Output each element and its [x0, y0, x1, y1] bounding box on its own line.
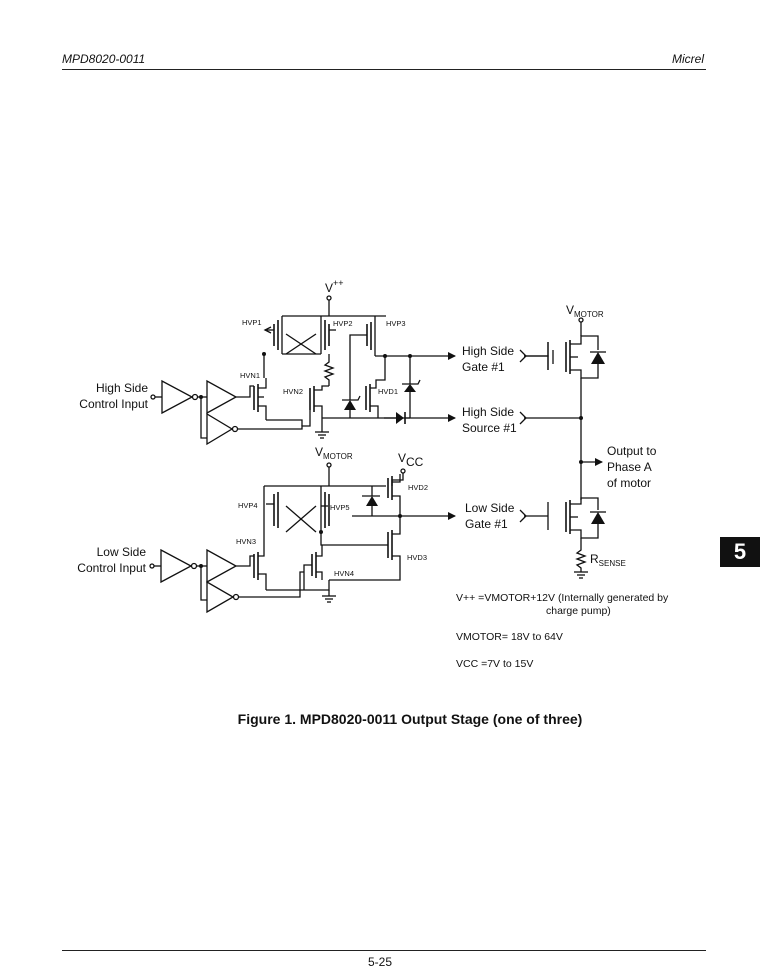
note-vpp-line2: charge pump): [546, 605, 611, 617]
ls-buffer-3: [206, 580, 235, 614]
figure-caption: Figure 1. MPD8020-0011 Output Stage (one…: [237, 711, 583, 727]
high-side-input-label-1: High Side: [96, 381, 148, 395]
hvp4-label: HVP4: [238, 501, 258, 510]
phase-label-2: Phase A: [607, 460, 652, 474]
hvp2-label: HVP2: [333, 319, 353, 328]
hvp2-transistor: HVP2: [320, 316, 353, 354]
hs-buffer-1: [161, 379, 194, 415]
supply-notes: V++ =VMOTOR+12V (Internally generated by…: [456, 592, 669, 670]
vmotor-top-supply: VMOTOR: [566, 303, 604, 336]
hvn3-transistor: HVN3: [236, 537, 267, 590]
hs-buffer-2: [206, 379, 238, 415]
cross-couple-b: [285, 333, 317, 355]
note-vcc-range: VCC =7V to 15V: [456, 658, 533, 670]
hvd3-transistor: HVD3: [320, 516, 427, 581]
header-rule: [62, 69, 706, 70]
low-side-input-logic: [149, 548, 304, 614]
hvn4-transistor: HVN4: [303, 545, 354, 590]
footer-rule: [62, 950, 706, 951]
phase-label-3: of motor: [607, 476, 651, 490]
high-side-input-label-2: Control Input: [79, 397, 148, 411]
zener-hvd1: [402, 379, 421, 418]
hvp1-label: HVP1: [242, 318, 262, 327]
vcc-label: VCC: [398, 451, 424, 469]
high-source-label-1: High Side: [462, 405, 514, 419]
hs-buffer-3: [206, 412, 234, 446]
high-source-label-2: Source #1: [462, 421, 517, 435]
hvd2-label: HVD2: [408, 483, 428, 492]
high-side-mosfet: [519, 335, 606, 379]
low-gate-label-2: Gate #1: [465, 517, 508, 531]
zener-middle: [342, 356, 361, 418]
vmotor-lower-label: VMOTOR: [315, 445, 353, 461]
hvd3-label: HVD3: [407, 553, 427, 562]
low-side-input-label-2: Control Input: [77, 561, 146, 575]
high-side-input-logic: [150, 379, 311, 446]
high-gate-label-1: High Side: [462, 344, 514, 358]
vcc-supply: VCC: [391, 451, 424, 486]
hvd2-transistor: HVD2: [387, 474, 428, 516]
bias-resistor: [323, 354, 335, 386]
ground-top: [315, 431, 329, 439]
rsense-label: RSENSE: [590, 552, 626, 568]
hvn2-transistor: HVN2: [283, 385, 329, 418]
hvp3-transistor: HVP3: [349, 316, 406, 356]
hvp5-transistor: HVP5: [320, 486, 350, 532]
cross-couple-d: [285, 505, 317, 533]
note-vmotor-range: VMOTOR= 18V to 64V: [456, 631, 563, 643]
low-side-mosfet: [519, 497, 606, 539]
note-vpp-line1: V++ =VMOTOR+12V (Internally generated by: [456, 592, 669, 604]
source-diode: [384, 412, 456, 424]
hvn4-label: HVN4: [334, 569, 354, 578]
hvp1-transistor: HVP1: [242, 316, 283, 354]
zener-low: [362, 486, 380, 516]
hvn1-transistor: HVN1: [240, 371, 267, 420]
rsense-resistor: RSENSE: [574, 538, 626, 579]
low-gate-label-1: Low Side: [465, 501, 515, 515]
hvn2-label: HVN2: [283, 387, 303, 396]
company-name: Micrel: [672, 52, 704, 66]
hvp4-transistor: HVP4: [238, 486, 279, 530]
low-side-input-label-1: Low Side: [97, 545, 147, 559]
phase-label-1: Output to: [607, 444, 657, 458]
hvn3-label: HVN3: [236, 537, 256, 546]
hvd1-label: HVD1: [378, 387, 398, 396]
hvn1-label: HVN1: [240, 371, 260, 380]
page-number: 5-25: [367, 955, 393, 969]
hvp5-label: HVP5: [330, 503, 350, 512]
part-number: MPD8020-0011: [62, 52, 146, 66]
vpp-label: V++: [325, 278, 344, 295]
high-gate-label-2: Gate #1: [462, 360, 505, 374]
ls-buffer-1: [160, 548, 193, 584]
hvd1-transistor: HVD1: [365, 356, 398, 418]
section-tab: 5: [720, 537, 760, 567]
vmotor-top-label: VMOTOR: [566, 303, 604, 319]
vmotor-lower-supply: VMOTOR: [264, 445, 386, 487]
hvp3-label: HVP3: [386, 319, 406, 328]
vpp-terminal: [326, 295, 332, 301]
vpp-supply: V++: [282, 278, 386, 317]
ls-buffer-2: [206, 548, 238, 584]
ground-bottom: [322, 595, 336, 603]
